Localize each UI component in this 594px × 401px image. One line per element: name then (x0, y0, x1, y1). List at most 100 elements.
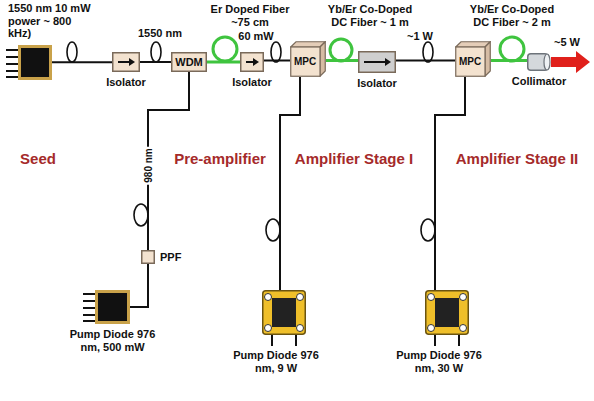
arrow-head (253, 58, 259, 66)
component-label: MPC (294, 56, 316, 68)
component-label: Isolator (357, 77, 397, 90)
pin (83, 293, 95, 295)
collimator-lens (544, 54, 550, 70)
chip-shape (18, 45, 52, 80)
annotation: 60 mW (238, 30, 273, 43)
pin (434, 335, 436, 346)
pin (458, 335, 460, 346)
isolator-body (359, 52, 396, 73)
mount-hole (428, 294, 435, 301)
arrow-head (129, 58, 135, 66)
annotation: Yb/Er Co-Doped DC Fiber ~ 2 m (462, 3, 562, 28)
fiber-loop (151, 42, 161, 62)
colli-shape (527, 53, 551, 71)
wdm-coupler: WDM (171, 52, 207, 72)
pump-diode: Pump Diode 976 nm, 30 W (425, 290, 469, 335)
arrow-head (385, 58, 391, 66)
fiber (280, 77, 300, 290)
package-plate (272, 298, 296, 327)
stage-label: Amplifier Stage II (456, 150, 579, 167)
mount-hole (428, 325, 435, 332)
mount-hole (265, 294, 272, 301)
iso-shape (112, 52, 140, 72)
isolator: Isolator (112, 52, 140, 72)
stage-label: Seed (20, 150, 56, 167)
component-label: Pump Diode 976 nm, 30 W (389, 349, 489, 374)
mount-hole (460, 294, 467, 301)
annotation: ~1 W (407, 30, 433, 43)
component-label: MPC (459, 56, 481, 68)
component-label: 1550 nm 10 mW power ~ 800 kHz) (8, 2, 92, 40)
pin (83, 320, 95, 322)
package-body (426, 291, 469, 335)
fiber-loop (266, 219, 280, 241)
mount-hole (297, 294, 304, 301)
annotation: Yb/Er Co-Doped DC Fiber ~ 1 m (323, 3, 418, 28)
chip-shape (95, 290, 130, 324)
collimator: Collimator (527, 53, 551, 71)
package-plate (435, 298, 459, 327)
pkg-shape (425, 290, 469, 335)
box-side (320, 42, 325, 77)
isogrey-shape (358, 51, 396, 73)
fiber (130, 264, 148, 307)
box-front (291, 47, 320, 76)
pin (271, 335, 273, 346)
fiber-loop (271, 42, 281, 62)
package-body (263, 291, 306, 335)
component-label: Isolator (232, 76, 272, 89)
iso-shape (240, 52, 264, 72)
fiber (326, 59, 358, 62)
fiber-loop (134, 204, 148, 226)
annotation: 1550 nm (138, 27, 182, 40)
fiber-loop (421, 219, 435, 241)
pin (83, 314, 95, 316)
fiber (52, 61, 112, 63)
wavelength-label: 980 nm (143, 146, 154, 184)
pin (295, 335, 297, 346)
box-side (485, 42, 490, 77)
component-label: PPF (160, 251, 181, 264)
fiber-loop (67, 42, 77, 62)
pin (83, 300, 95, 302)
pin (6, 76, 18, 78)
fiber (396, 60, 455, 62)
annotation: ~5 W (554, 36, 580, 49)
fiber (491, 59, 527, 62)
isolator-body (241, 53, 264, 72)
fiber (264, 60, 290, 62)
pump-diode: Pump Diode 976 nm, 500 mW (95, 290, 130, 324)
pin (6, 49, 18, 51)
wdm-body (172, 53, 207, 72)
isolator: Isolator (240, 52, 264, 72)
stage-label: Amplifier Stage I (295, 150, 413, 167)
mount-hole (297, 325, 304, 332)
ppf-body (142, 251, 155, 264)
stage-label: Pre-amplifier (174, 150, 266, 167)
chip-body (20, 47, 51, 79)
direction-arrow (118, 61, 130, 63)
pin (6, 63, 18, 65)
mount-hole (460, 325, 467, 332)
direction-arrow (246, 61, 254, 63)
chip-pins (6, 50, 459, 346)
fiber-loop (423, 42, 433, 62)
fiber (435, 77, 465, 290)
component-label: Pump Diode 976 nm, 500 mW (63, 328, 163, 353)
component-label: WDM (175, 56, 203, 69)
component-label: Isolator (106, 76, 146, 89)
seed-laser: 1550 nm 10 mW power ~ 800 kHz) (18, 45, 52, 80)
pin (6, 56, 18, 58)
pin (83, 307, 95, 309)
isolator: Isolator (358, 51, 396, 73)
fiber-loops (67, 42, 435, 241)
pump-diode: Pump Diode 976 nm, 9 W (262, 290, 306, 335)
annotation: Er Doped Fiber ~75 cm (200, 3, 300, 28)
fiber-coil (330, 39, 352, 61)
pump-combiner: MPC (455, 41, 491, 77)
output-beam-arrow (551, 51, 590, 73)
pin (6, 70, 18, 72)
direction-arrow (364, 61, 386, 63)
component-label: Pump Diode 976 nm, 9 W (226, 349, 326, 374)
